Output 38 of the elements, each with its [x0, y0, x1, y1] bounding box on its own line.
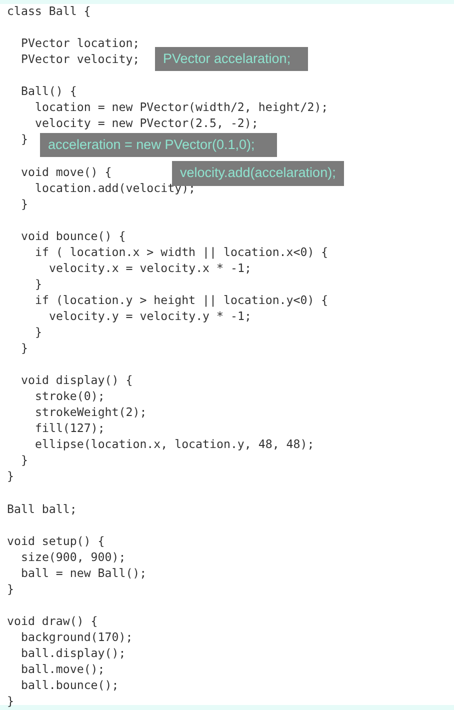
- code-line: PVector velocity;: [21, 52, 140, 66]
- code-line: }: [21, 453, 28, 468]
- code-line: ball = new Ball();: [21, 566, 147, 580]
- code-line: size(900, 900);: [21, 550, 126, 564]
- code-line: PVector location;: [21, 36, 140, 50]
- code-line: ball.bounce();: [21, 678, 119, 692]
- code-line: }: [7, 694, 14, 708]
- code-line: ellipse(location.x, location.y, 48, 48);: [35, 437, 314, 452]
- code-annotation: velocity.add(accelaration);: [172, 161, 344, 186]
- code-line: }: [7, 469, 14, 484]
- code-line: location = new PVector(width/2, height/2);: [35, 100, 328, 114]
- code-annotation: acceleration = new PVector(0.1,0);: [40, 133, 277, 157]
- code-line: void setup() {: [7, 534, 105, 548]
- code-line: if ( location.x > width || location.x<0) {: [35, 244, 328, 259]
- code-line: Ball() {: [21, 84, 77, 98]
- code-line: fill(127);: [35, 421, 105, 436]
- code-line: ball.display();: [21, 646, 126, 660]
- code-line: }: [21, 196, 28, 211]
- code-line: }: [21, 132, 28, 146]
- code-line: velocity.x = velocity.x * -1;: [49, 260, 252, 275]
- code-line: void bounce() {: [21, 228, 126, 243]
- code-annotation: PVector accelaration;: [155, 47, 308, 71]
- code-line: void draw() {: [7, 614, 98, 628]
- code-line: class Ball {: [7, 4, 91, 18]
- code-line: strokeWeight(2);: [35, 405, 147, 420]
- code-line: if (location.y > height || location.y<0) {: [35, 292, 328, 307]
- code-line: velocity.y = velocity.y * -1;: [49, 308, 252, 323]
- code-line: }: [21, 341, 28, 356]
- code-line: void move() {: [21, 164, 112, 178]
- code-line: ball.move();: [21, 662, 105, 676]
- code-line: }: [35, 325, 42, 339]
- code-line: }: [35, 276, 42, 291]
- code-line: void display() {: [21, 373, 133, 388]
- code-line: }: [7, 582, 14, 596]
- code-line: velocity = new PVector(2.5, -2);: [35, 116, 258, 130]
- code-line: background(170);: [21, 630, 133, 644]
- code-line: Ball ball;: [7, 502, 77, 516]
- code-line: stroke(0);: [35, 389, 105, 404]
